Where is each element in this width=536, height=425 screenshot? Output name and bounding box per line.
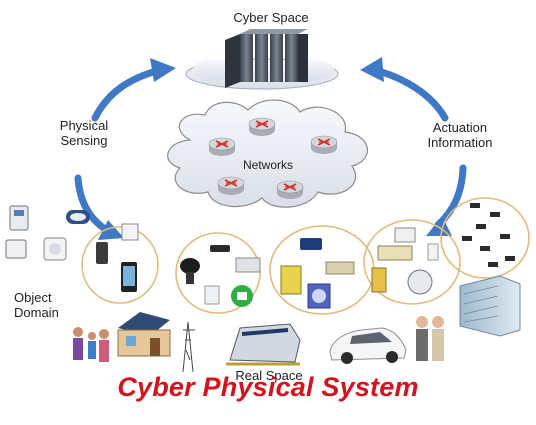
power-tower-icon: [182, 321, 195, 373]
networks-label: Networks: [242, 158, 293, 172]
real-space-label: Real Space: [235, 368, 303, 383]
networks-cloud: [167, 99, 369, 208]
physical-sensing-label: Physical Sensing: [59, 118, 109, 148]
scale-icon: [5, 205, 90, 261]
camera-icon: [180, 245, 230, 284]
washing-machine-icon: [280, 238, 355, 309]
car-icon: [329, 327, 407, 364]
sensor-cluster-icon: [462, 203, 515, 267]
arrow-heads: [98, 57, 452, 240]
train-icon: [226, 323, 301, 366]
smartphone-icon: [96, 223, 139, 292]
appliance-icon: [204, 257, 261, 307]
actuation-information-label: Actuation Information: [427, 120, 493, 150]
cyber-space-label: Cyber Space: [233, 10, 309, 25]
sensor-icon: [371, 227, 439, 295]
office-building-icon: [459, 275, 521, 337]
diagram-title: Cyber Physical System: [117, 372, 419, 402]
object-domain-label: Object Domain: [14, 290, 59, 320]
person-icon: [73, 316, 444, 362]
house-icon: [117, 312, 171, 357]
server-rack-icon: [225, 29, 308, 88]
